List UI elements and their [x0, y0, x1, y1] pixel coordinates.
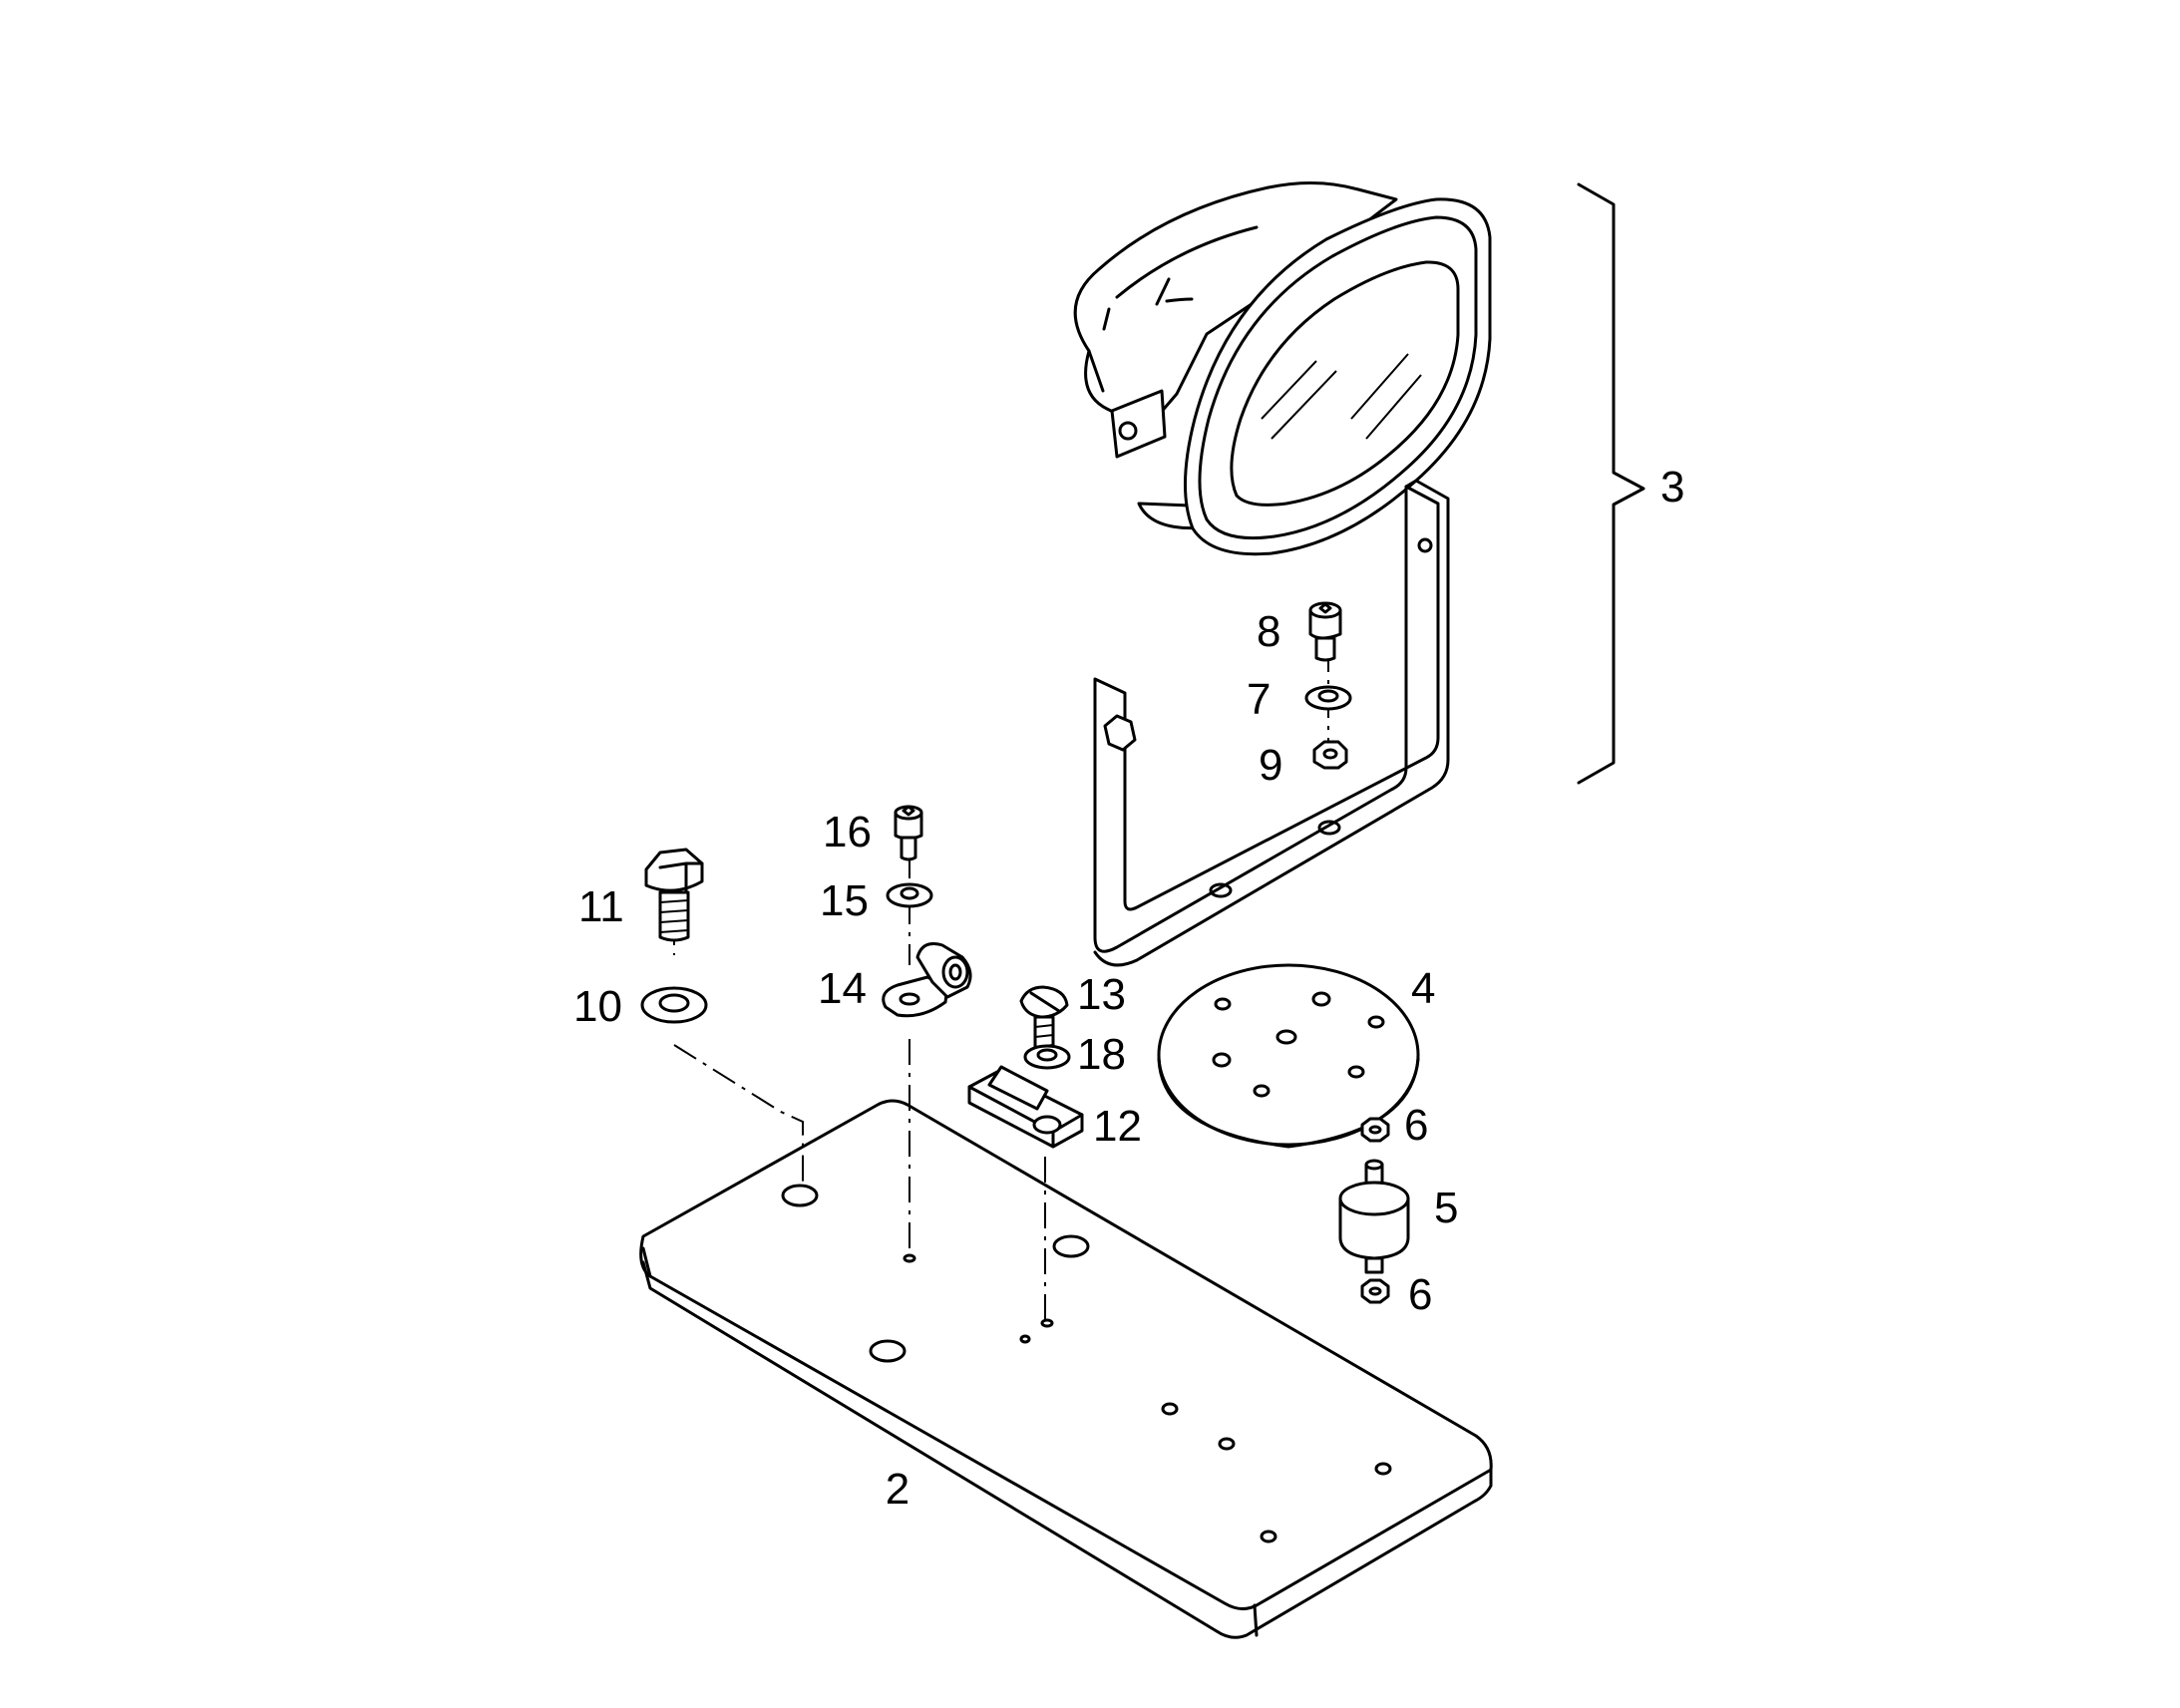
callout-labels: 2 3 4 5 6 6 7 8 9 10 11 12 13 14 15 16 1… [573, 463, 1684, 1514]
callout-18: 18 [1077, 1030, 1126, 1079]
callout-15: 15 [820, 876, 869, 925]
assembly-brace-part-3 [1577, 182, 1645, 785]
slotted-screw-part-13 [1019, 985, 1069, 1060]
cap-screw-part-16 [894, 805, 923, 861]
callout-2: 2 [886, 1465, 909, 1514]
callout-4: 4 [1411, 964, 1435, 1013]
callout-14: 14 [818, 964, 867, 1013]
callout-8: 8 [1257, 607, 1280, 656]
callout-12: 12 [1093, 1102, 1142, 1151]
washer-part-18 [1023, 1044, 1071, 1070]
base-plate-part-2 [639, 1099, 1493, 1639]
nut-part-9 [1312, 740, 1348, 770]
nut-part-6-upper [1360, 1117, 1390, 1143]
hex-bolt-part-11 [644, 848, 704, 942]
callout-13: 13 [1077, 970, 1126, 1019]
p-clip-part-14 [882, 942, 972, 1018]
callout-6-upper: 6 [1404, 1101, 1428, 1150]
washer-part-7 [1304, 685, 1352, 711]
callout-9: 9 [1259, 741, 1282, 790]
callout-11: 11 [578, 882, 624, 931]
callout-16: 16 [823, 808, 872, 856]
callout-6-lower: 6 [1408, 1270, 1432, 1319]
cable-mount-part-12 [967, 1065, 1084, 1149]
callout-10: 10 [573, 982, 622, 1031]
rubber-mount-part-5 [1338, 1159, 1410, 1274]
washer-part-15 [886, 882, 933, 908]
callout-5: 5 [1434, 1184, 1458, 1232]
nut-part-6-lower [1360, 1278, 1390, 1304]
callout-3: 3 [1660, 463, 1684, 512]
work-lamp-part-3 [1073, 181, 1492, 556]
round-plate-part-4 [1157, 963, 1420, 1149]
cap-screw-part-8 [1308, 601, 1342, 662]
washer-part-10 [640, 986, 708, 1024]
u-bracket [1093, 479, 1450, 967]
callout-7: 7 [1247, 675, 1271, 724]
